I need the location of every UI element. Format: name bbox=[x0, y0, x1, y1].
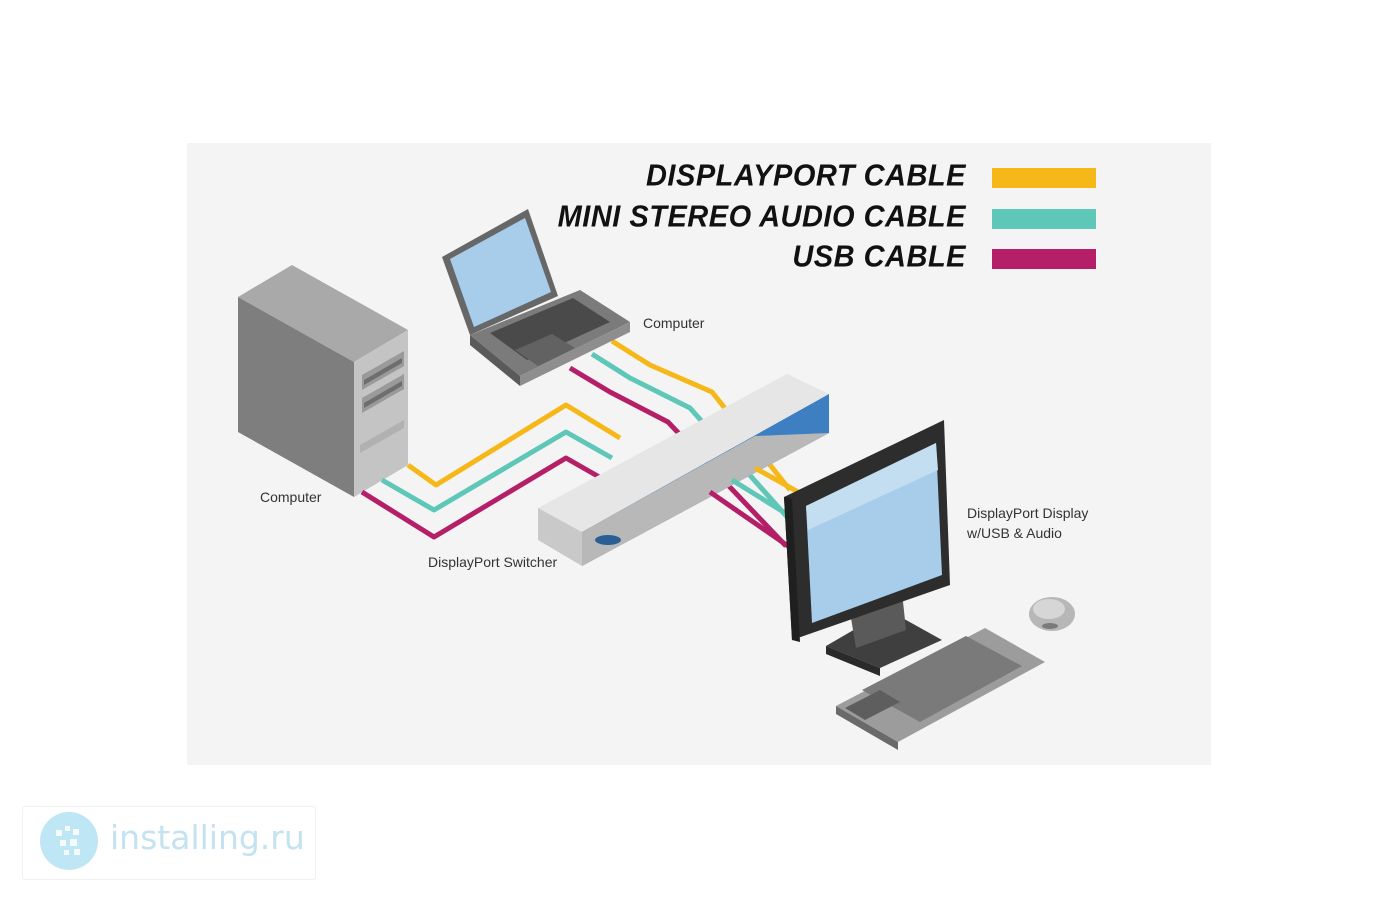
legend-swatch-audio bbox=[992, 209, 1096, 229]
keyboard bbox=[836, 628, 1045, 750]
tower-usb-cable bbox=[360, 455, 610, 540]
legend-swatch-usb bbox=[992, 249, 1096, 269]
tower-audio-cable bbox=[380, 429, 614, 513]
laptop-computer bbox=[442, 209, 630, 386]
tower-displayport-cable bbox=[406, 402, 622, 488]
watermark-text: installing.ru bbox=[110, 818, 305, 857]
tower-cables bbox=[360, 402, 622, 540]
switcher-audio-cable bbox=[730, 477, 792, 519]
legend-swatch-displayport bbox=[992, 168, 1096, 188]
tower-label: Computer bbox=[260, 489, 322, 505]
display-label-line2: w/USB & Audio bbox=[967, 525, 1062, 541]
displayport-switcher bbox=[538, 374, 829, 566]
legend-label-audio: MINI STEREO AUDIO CABLE bbox=[557, 200, 966, 234]
switcher-label: DisplayPort Switcher bbox=[428, 554, 558, 570]
mouse bbox=[1029, 597, 1075, 631]
legend-label-usb: USB CABLE bbox=[792, 240, 966, 274]
switcher-displayport-cable bbox=[753, 465, 802, 496]
switcher-usb-cable bbox=[708, 489, 790, 549]
tower-computer bbox=[238, 265, 408, 497]
displayport-display bbox=[784, 420, 950, 676]
legend-label-displayport: DISPLAYPORT CABLE bbox=[645, 159, 966, 193]
watermark-logo-icon bbox=[40, 812, 98, 870]
laptop-label: Computer bbox=[643, 315, 705, 331]
display-label-line1: DisplayPort Display bbox=[967, 505, 1089, 521]
display-cables bbox=[708, 465, 802, 549]
